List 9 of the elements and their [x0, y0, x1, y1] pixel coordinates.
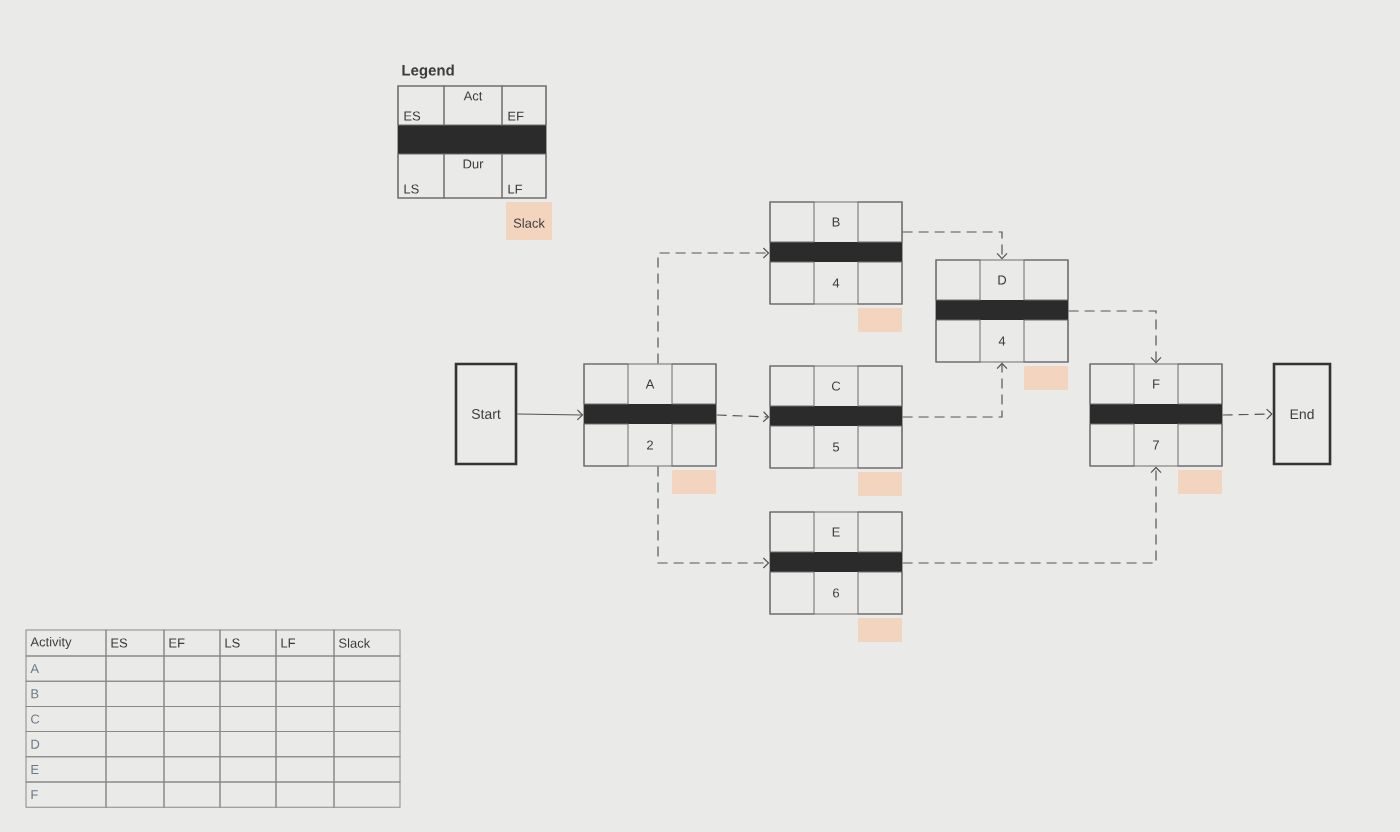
dashed-arrow [1068, 310, 1162, 364]
dashed-arrow [657, 466, 770, 569]
dashed-arrow [902, 231, 1008, 260]
dashed-arrow [902, 466, 1162, 564]
dashed-arrow [902, 362, 1008, 418]
dashed-arrow [716, 411, 770, 423]
dashed-arrow [657, 247, 770, 364]
arrow [516, 409, 584, 421]
dashed-arrow [1222, 408, 1273, 420]
